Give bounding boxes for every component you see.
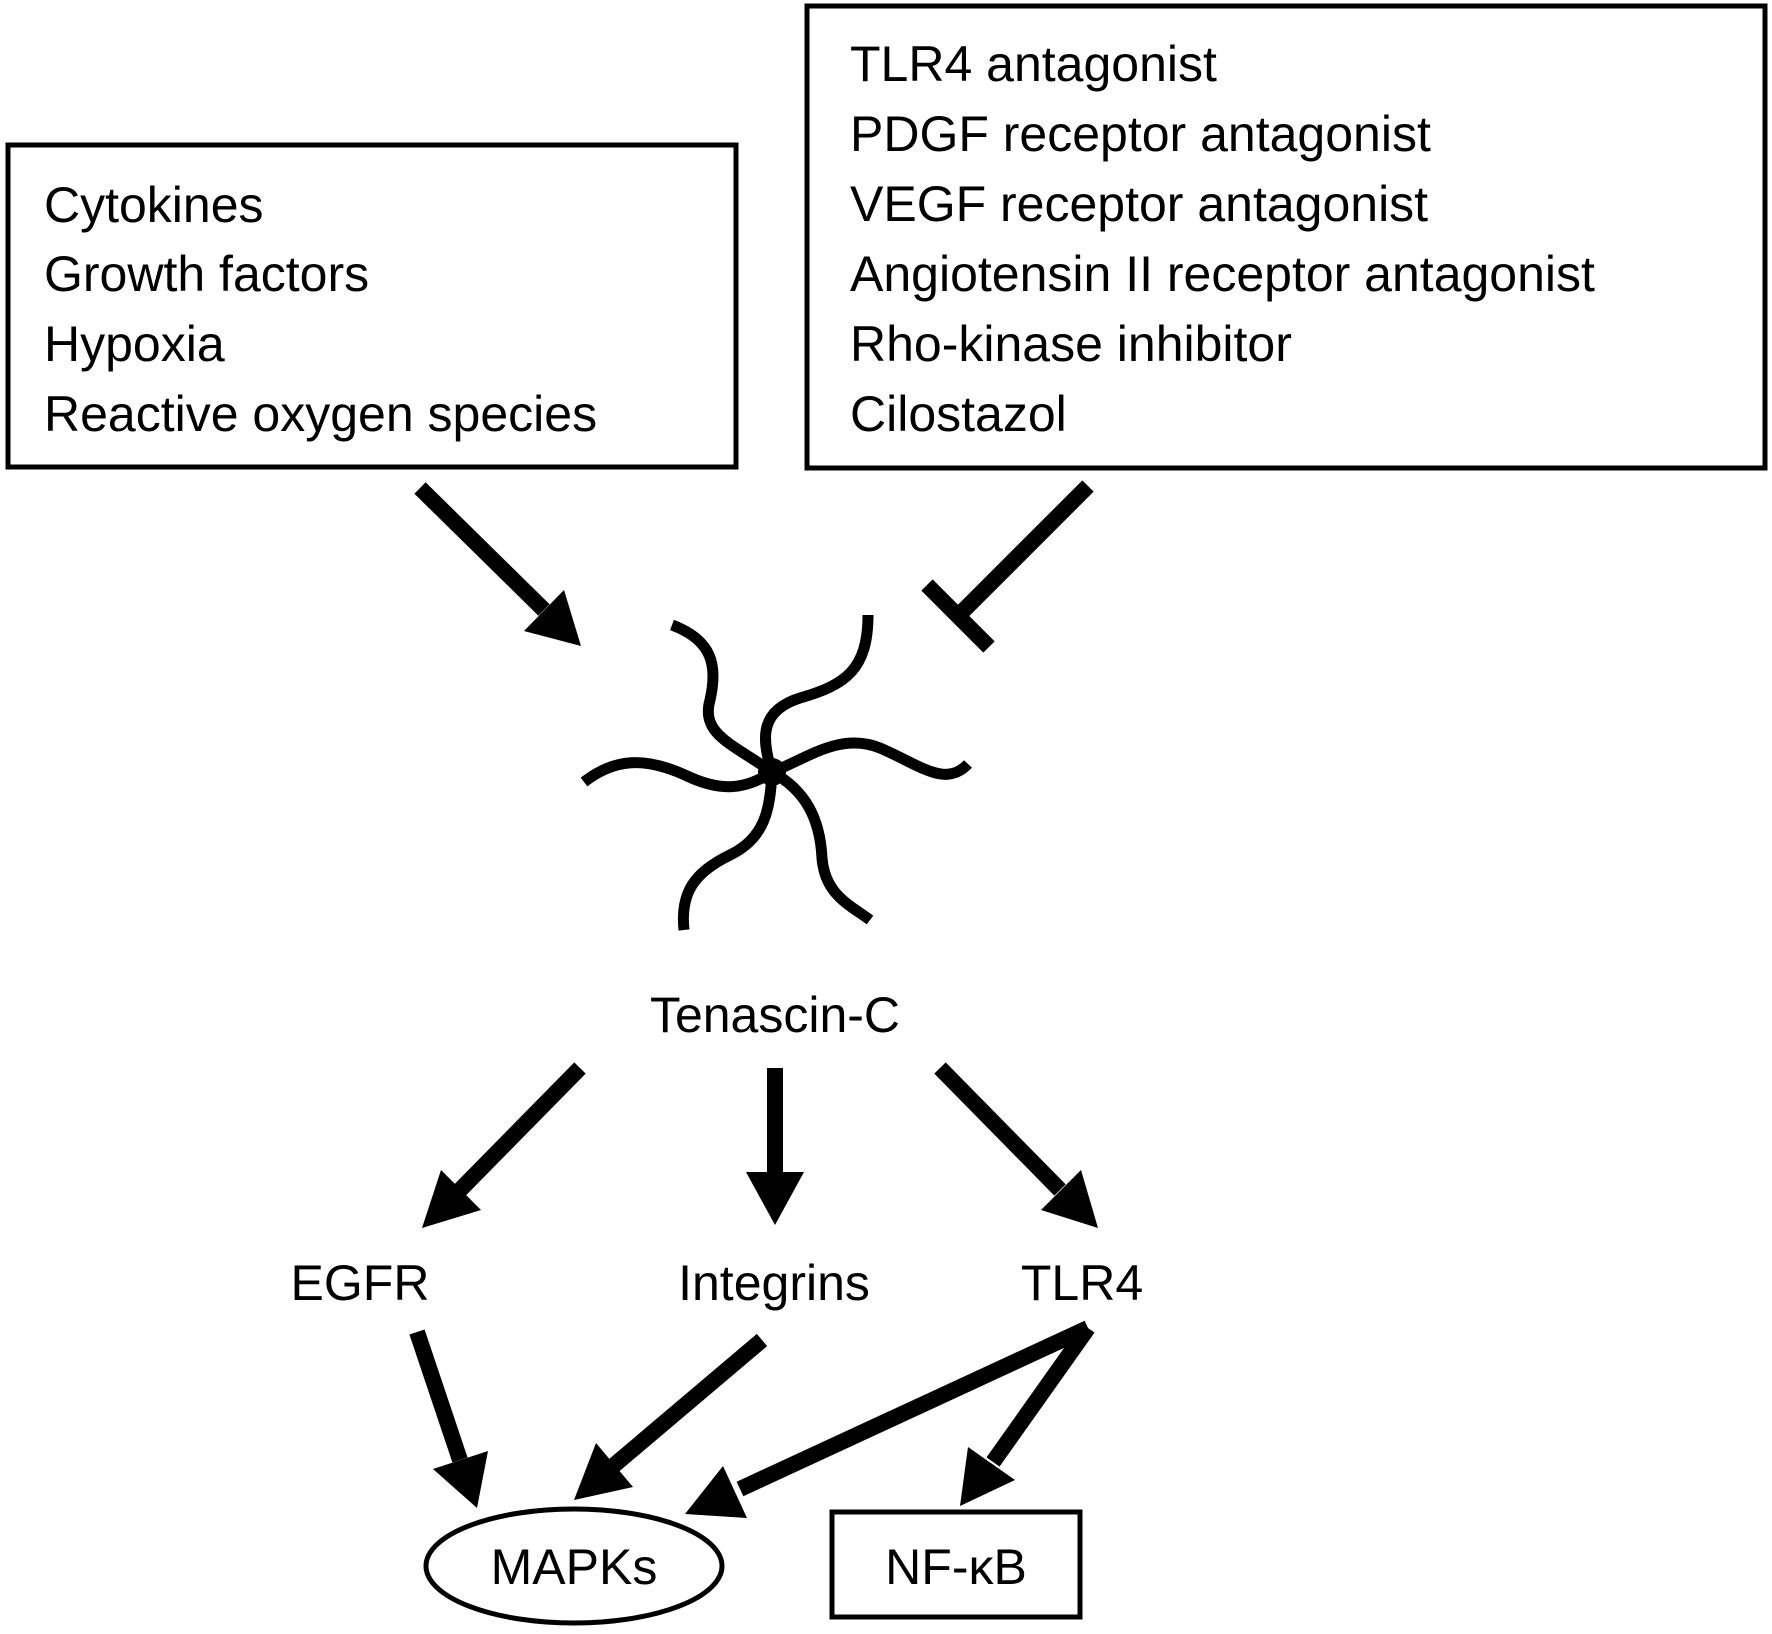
arrow-tenascin-to-integrins xyxy=(746,1068,804,1225)
stimulus-label: Growth factors xyxy=(44,246,369,302)
tlr4-label: TLR4 xyxy=(1021,1255,1143,1311)
stimuli-box: Cytokines Growth factors Hypoxia Reactiv… xyxy=(5,142,739,470)
arrow-tenascin-to-egfr xyxy=(422,1062,586,1228)
inhibitor-label: Rho-kinase inhibitor xyxy=(850,316,1292,372)
integrins-label: Integrins xyxy=(678,1255,870,1311)
arrow-integrins-to-mapks xyxy=(574,1333,768,1500)
mapks-node: MAPKs xyxy=(423,1506,725,1626)
inhibitors-box: TLR4 antagonist PDGF receptor antagonist… xyxy=(804,3,1768,471)
inhibitor-label: TLR4 antagonist xyxy=(850,36,1217,92)
stimulus-label: Reactive oxygen species xyxy=(44,386,597,442)
nfkb-label: NF-κB xyxy=(885,1539,1027,1595)
inhibitor-label: Cilostazol xyxy=(850,386,1067,442)
arrow-tlr4-to-nfkb xyxy=(960,1323,1095,1506)
activation-arrow-stimuli xyxy=(414,482,581,646)
mapks-label: MAPKs xyxy=(491,1539,658,1595)
arrow-tlr4-to-mapks xyxy=(685,1320,1092,1518)
arrow-egfr-to-mapks xyxy=(409,1329,488,1508)
nfkb-node: NF-κB xyxy=(829,1509,1083,1620)
tenascin-c-label: Tenascin-C xyxy=(650,987,900,1043)
inhibitor-label: PDGF receptor antagonist xyxy=(850,106,1431,162)
egfr-label: EGFR xyxy=(291,1255,430,1311)
tenascin-c-molecule-icon xyxy=(580,614,972,931)
stimulus-label: Hypoxia xyxy=(44,316,225,372)
inhibition-line xyxy=(921,480,1094,653)
stimulus-label: Cytokines xyxy=(44,177,264,233)
arrow-tenascin-to-tlr4 xyxy=(934,1062,1098,1228)
inhibitor-label: Angiotensin II receptor antagonist xyxy=(850,246,1595,302)
inhibitor-label: VEGF receptor antagonist xyxy=(850,176,1428,232)
